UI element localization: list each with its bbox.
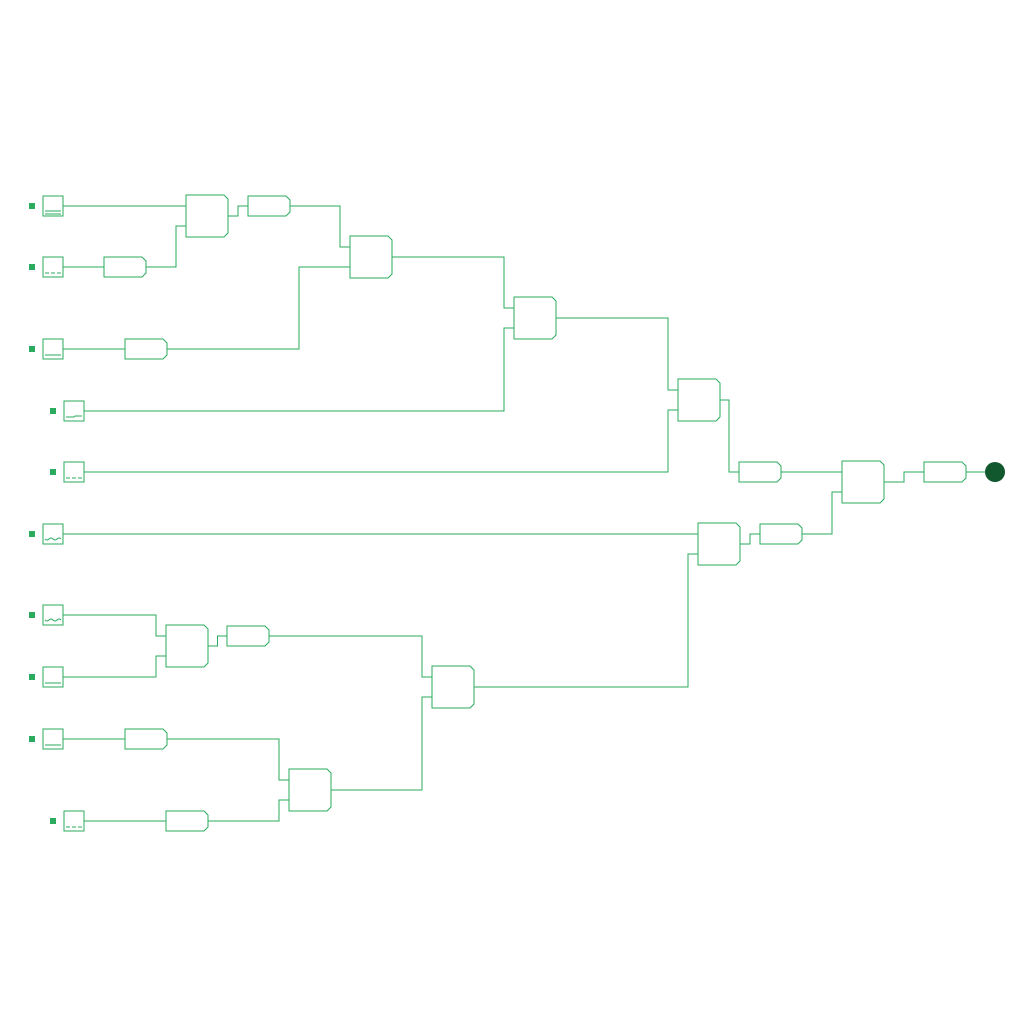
buffer-b5[interactable] [226,625,270,647]
wire-in5-to-g4 [84,409,678,473]
input-in7[interactable] [29,604,64,626]
input-terminal-dot [29,612,35,618]
buffer-b6[interactable] [124,728,168,750]
input-terminal-dot [29,736,35,742]
logic-gate-g4[interactable] [677,378,721,422]
input-box [42,604,64,626]
wire-g6-to-g7 [331,696,432,791]
wire-b3-to-g2 [167,266,350,350]
input-in8[interactable] [29,666,64,688]
wire-b2-to-g2 [290,205,350,248]
wire-g5-to-b5 [208,635,227,647]
input-in2[interactable] [29,256,64,278]
logic-gate-g1[interactable] [185,194,229,238]
buffer-b3[interactable] [124,338,168,360]
buffer-b9[interactable] [759,523,803,545]
logic-gate-g8[interactable] [697,522,741,566]
wire-g8-to-b9 [740,533,760,545]
wire-b5-to-g7 [269,635,432,678]
wire-g7-to-g8 [474,553,698,688]
waveform-wave-icon [44,537,62,541]
input-box [42,195,64,217]
buffer-b2[interactable] [247,195,291,217]
wire-in8-to-g5 [63,655,166,678]
buffer-b8[interactable] [738,461,782,483]
wire-b1-to-g1 [146,225,186,268]
logic-gate-g7[interactable] [431,665,475,709]
input-in4[interactable] [50,400,85,422]
input-terminal-dot [29,346,35,352]
input-terminal-dot [29,674,35,680]
output-node[interactable] [985,462,1005,482]
input-box [63,461,85,483]
input-in5[interactable] [50,461,85,483]
wire-b9-to-g9 [802,491,842,535]
buffer-b1[interactable] [103,256,147,278]
input-in6[interactable] [29,523,64,545]
input-box [63,810,85,832]
input-in10[interactable] [50,810,85,832]
wire-in7-to-g5 [63,614,166,637]
input-terminal-dot [29,203,35,209]
input-in3[interactable] [29,338,64,360]
nodes-layer [29,194,1005,832]
input-terminal-dot [29,264,35,270]
wire-b6-to-g6 [167,738,289,781]
wire-g3-to-g4 [556,317,678,391]
waveform-double-line-icon [45,210,61,215]
waveform-step-icon [66,415,82,418]
input-terminal-dot [50,469,56,475]
waveform-wave-icon [44,618,62,622]
wire-g1-to-b2 [228,205,248,217]
input-box [42,338,64,360]
wire-in4-to-g3 [84,327,514,412]
input-in1[interactable] [29,195,64,217]
logic-gate-g9[interactable] [841,460,885,504]
wire-g9-to-b10 [884,471,924,483]
wire-g4-to-b8 [720,399,739,473]
buffer-b7[interactable] [165,810,209,832]
input-terminal-dot [50,408,56,414]
input-box [42,728,64,750]
input-box [63,400,85,422]
logic-gate-g5[interactable] [165,624,209,668]
logic-gate-g2[interactable] [349,235,393,279]
wire-b7-to-g6 [208,799,289,822]
input-box [42,256,64,278]
input-terminal-dot [50,818,56,824]
input-box [42,523,64,545]
logic-gate-g6[interactable] [288,768,332,812]
input-in9[interactable] [29,728,64,750]
input-terminal-dot [29,531,35,537]
wires-layer [63,205,985,822]
input-box [42,666,64,688]
logic-gate-g3[interactable] [513,296,557,340]
wire-g2-to-g3 [392,256,514,309]
buffer-b10[interactable] [923,461,967,483]
